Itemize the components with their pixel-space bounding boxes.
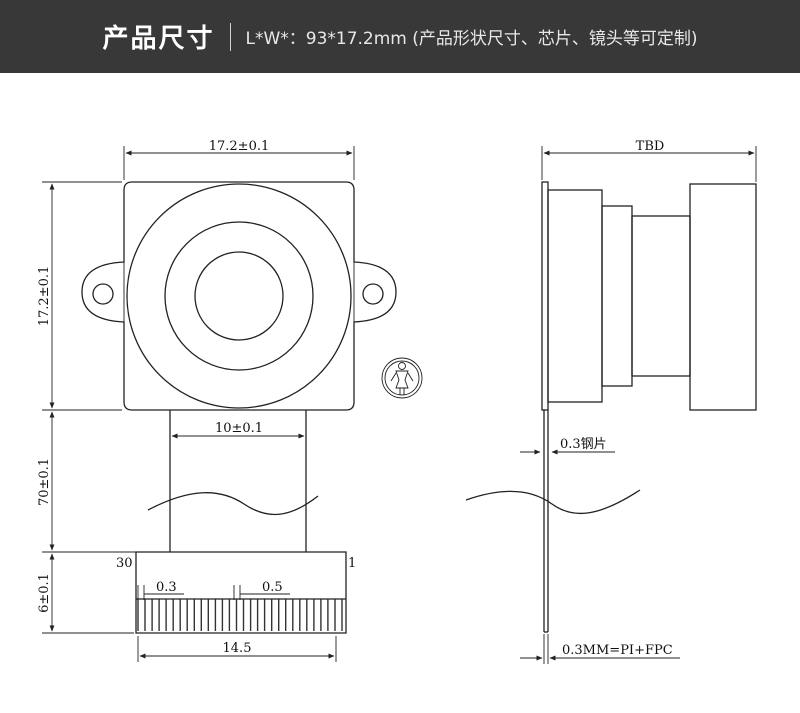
pitch-b-label: 0.5: [262, 580, 283, 595]
break-line: [147, 492, 319, 516]
header-spec: L*W*：93*17.2mm (产品形状尺寸、芯片、镜头等可定制): [245, 29, 698, 49]
side-lens-barrel: [631, 215, 691, 377]
left-mount-hole: [92, 283, 114, 305]
pitch-a-label: 0.3: [156, 580, 177, 595]
fpc-width-label: 10±0.1: [215, 421, 263, 436]
front-view: 17.2±0.1 17.2±0.1 10±0.1 70±0.1 6±0.1 30…: [37, 139, 397, 662]
depth-label: TBD: [636, 139, 665, 154]
side-break-line: [465, 489, 641, 515]
lens-holder-body: [81, 181, 397, 411]
right-mount-hole: [362, 283, 384, 305]
connector-pins: [137, 599, 343, 631]
connector-height-label: 6±0.1: [37, 573, 52, 613]
side-lens-base: [601, 205, 633, 387]
fpc-length-label: 70±0.1: [37, 458, 52, 506]
connector-width-label: 14.5: [223, 641, 252, 656]
header-divider: [230, 22, 232, 51]
width-dimension-label: 17.2±0.1: [209, 139, 270, 154]
page-title: 产品尺寸: [102, 24, 215, 54]
lens-outer-ring: [126, 183, 352, 409]
side-view: TBD 0.3钢片 0.3MM=PI+FPC: [465, 139, 757, 664]
height-dimension-label: 17.2±0.1: [37, 266, 52, 327]
header-bar: 产品尺寸 L*W*：93*17.2mm (产品形状尺寸、芯片、镜头等可定制): [0, 0, 800, 73]
lens-aperture: [194, 251, 284, 341]
side-holder-body: [547, 189, 603, 403]
lens-middle-ring: [164, 221, 314, 371]
pin-last-label: 1: [348, 556, 356, 571]
connector-board: [135, 551, 347, 634]
fpc-thickness-label: 0.3MM=PI+FPC: [562, 643, 673, 658]
side-lens-cap: [689, 183, 757, 411]
pin-first-label: 30: [116, 556, 133, 571]
plate-thickness-label: 0.3钢片: [560, 437, 607, 452]
female-symbol-icon: [381, 357, 423, 399]
side-plate: [541, 181, 549, 411]
